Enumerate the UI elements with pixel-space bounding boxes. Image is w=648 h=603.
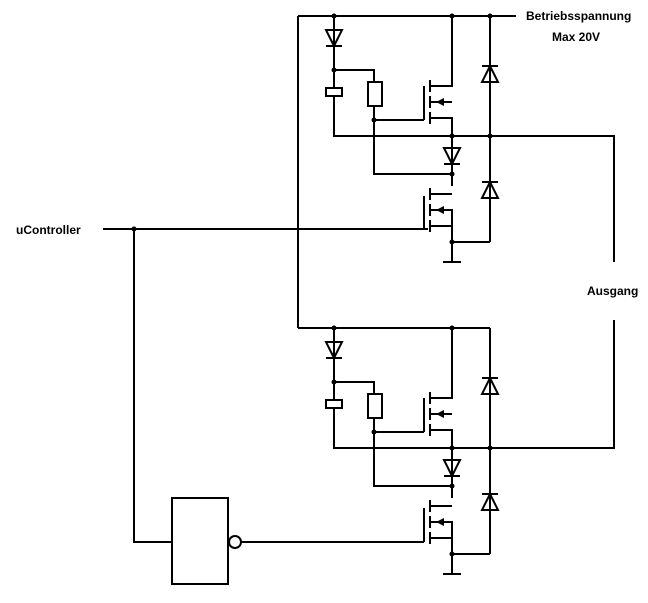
diode-lower-2 — [442, 459, 462, 479]
capacitor-lower — [325, 399, 343, 409]
diode-upper-4 — [480, 179, 500, 199]
diode-lower-1 — [324, 341, 344, 361]
resistor-upper — [367, 81, 383, 107]
capacitor-upper — [325, 87, 343, 97]
diode-lower-4 — [480, 491, 500, 511]
supply-voltage-label: Betriebsspannung — [526, 9, 632, 23]
resistor-lower — [367, 393, 383, 419]
transistor-lower-low — [423, 500, 453, 574]
transistor-upper-high — [423, 16, 453, 136]
diode-lower-3 — [480, 375, 500, 395]
lower-stage — [324, 320, 615, 575]
inverter-gate — [171, 497, 424, 585]
transistor-lower-high — [423, 328, 453, 448]
input-label: uController — [16, 223, 81, 237]
junction-dots — [131, 13, 493, 557]
diode-upper-3 — [480, 63, 500, 83]
diode-upper-1 — [324, 29, 344, 49]
supply-rail — [297, 15, 516, 329]
transistor-upper-low — [423, 188, 453, 262]
output-label: Ausgang — [587, 284, 639, 298]
upper-stage — [324, 16, 615, 263]
input-line — [103, 228, 428, 543]
max-voltage-label: Max 20V — [552, 30, 601, 44]
diode-upper-2 — [442, 147, 462, 167]
